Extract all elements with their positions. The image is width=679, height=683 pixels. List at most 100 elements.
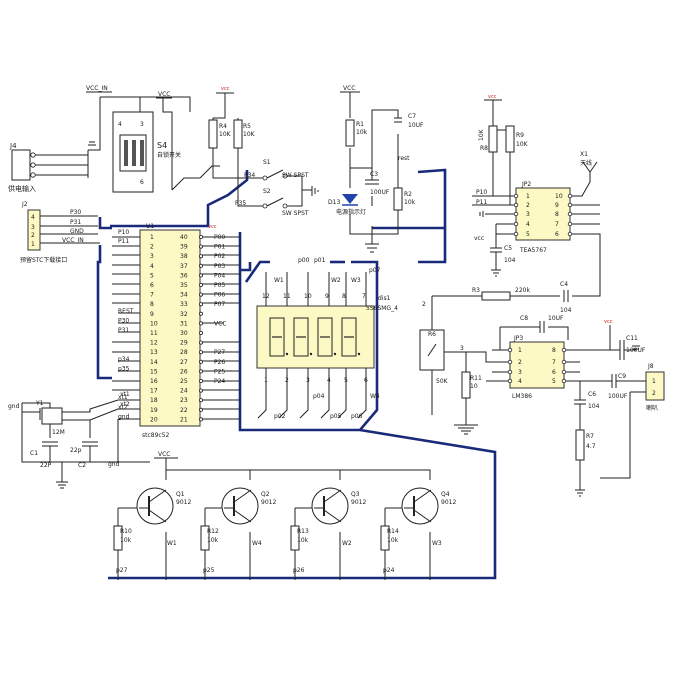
rq-port: p25 xyxy=(203,567,215,574)
jp3-pin-4: 4 xyxy=(518,378,522,385)
w-label: W3 xyxy=(432,540,442,547)
reset-circuit: VCC R1 10k C7 10UF C3 100UF rest R2 10k … xyxy=(328,85,424,216)
disp-bot-pin-3: 3 xyxy=(306,377,310,384)
jp2-label: JP2 xyxy=(521,181,531,188)
gnd-label-bottom: gnd xyxy=(108,461,120,468)
rq-label: R13 xyxy=(297,528,309,535)
mcu-stc89c52: U1 stc89c52 vcc 123456789REST10P3011P311… xyxy=(118,223,226,439)
c6-value: 104 xyxy=(588,403,600,410)
jp2-pin-8: 8 xyxy=(555,211,559,218)
lm386-label: LM386 xyxy=(512,393,532,400)
mcu-right-label-34: P06 xyxy=(214,292,225,299)
mcu-pin-16: 16 xyxy=(150,378,158,385)
w4-label: W4 xyxy=(370,393,380,400)
d13-label: D13 xyxy=(328,199,340,206)
r8-label: R8 xyxy=(480,145,488,152)
digit-outline xyxy=(341,317,357,357)
mcu-pins: 123456789REST10P3011P31121314p3415p35161… xyxy=(118,234,226,423)
j8-pin-1: 1 xyxy=(652,378,656,385)
mcu-pin-26: 26 xyxy=(180,368,188,375)
j8-speaker: 1 2 J8 喇叭 xyxy=(645,363,665,412)
display-part: 5S6SMG_4 xyxy=(366,305,398,312)
mcu-pin-36: 36 xyxy=(180,272,188,279)
jp2-pin-7: 7 xyxy=(555,221,559,228)
mcu-pin-20: 20 xyxy=(150,416,158,423)
gnd-label-left: gnd xyxy=(8,403,20,410)
jp2-pin-6: 6 xyxy=(555,231,559,238)
w1-label: W1 xyxy=(274,277,284,284)
stc-port-label: 预留STC下载接口 xyxy=(20,256,67,264)
u1-label: U1 xyxy=(146,223,154,230)
mcu-pin-17: 17 xyxy=(150,388,158,395)
mcu-pin-dot xyxy=(198,302,203,307)
q-label: Q1 xyxy=(176,491,185,498)
mcu-right-label-26: P25 xyxy=(214,368,225,375)
mcu-pin-18: 18 xyxy=(150,397,158,404)
disp-top-pin-9: 9 xyxy=(325,293,329,300)
rq-label: R12 xyxy=(207,528,219,535)
q-label: Q4 xyxy=(441,491,450,498)
digit-outline xyxy=(293,317,309,357)
jp2-pin-5: 5 xyxy=(526,231,530,238)
r-base xyxy=(200,525,210,551)
jp3-pin-3: 3 xyxy=(518,369,522,376)
disp-bot-pin-2: 2 xyxy=(285,377,289,384)
disp-p06: p06 xyxy=(351,413,363,420)
s4-pin-6: 6 xyxy=(140,179,144,186)
jp2-pin-4: 4 xyxy=(526,221,530,228)
transistor-q1 xyxy=(136,487,174,525)
vcc-r89-red: vcc xyxy=(488,94,497,100)
r-base xyxy=(380,525,390,551)
r6-value: 50K xyxy=(436,378,449,385)
r4-label: R4 xyxy=(219,123,227,130)
mcu-pin-dot xyxy=(198,369,203,374)
r7-label: R7 xyxy=(586,433,594,440)
c11-label: C11 xyxy=(626,335,638,342)
y1-label: Y1 xyxy=(35,400,44,407)
mcu-pin-dot xyxy=(198,388,203,393)
digit-outline xyxy=(269,317,285,357)
mcu-right-label-31: VCC xyxy=(214,320,226,327)
rq-value: 10k xyxy=(120,537,132,544)
j8-pin-2: 2 xyxy=(652,390,656,397)
j2-pin-1: 1 xyxy=(31,241,35,248)
mcu-right-label-28: P27 xyxy=(214,349,225,356)
j2-p31: P31 xyxy=(70,219,81,226)
mcu-pin-5: 5 xyxy=(150,272,154,279)
mcu-right-label-33: P07 xyxy=(214,301,225,308)
jp2-pin-1: 1 xyxy=(526,193,530,200)
mcu-pin-19: 19 xyxy=(150,407,158,414)
tea-label: TEA5767 xyxy=(519,247,547,254)
rq-port: p26 xyxy=(293,567,305,574)
mcu-right-label-36: P04 xyxy=(214,272,225,279)
jp3-pin-5: 5 xyxy=(552,378,556,385)
j2-label: J2 xyxy=(21,201,28,208)
transistor-q2 xyxy=(221,487,259,525)
mcu-pin-11: 11 xyxy=(150,330,158,337)
disp-p05: p05 xyxy=(330,413,342,420)
x1-label: X1 xyxy=(580,151,588,158)
r1-label: R1 xyxy=(356,121,364,128)
r4-value: 10K xyxy=(219,131,232,138)
r2-label: R2 xyxy=(404,191,412,198)
mcu-vcc-red: vcc xyxy=(208,224,217,230)
display-label: dis1 xyxy=(378,295,391,302)
transistor-drivers: VCC Q19012R1010kp27W1Q29012R1210kp25W4Q3… xyxy=(113,451,456,574)
mcu-pin-24: 24 xyxy=(180,388,188,395)
jp3-pin-1: 1 xyxy=(518,347,522,354)
mcu-pin-dot xyxy=(198,330,203,335)
mcu-pin-2: 2 xyxy=(150,244,154,251)
r5-label: R5 xyxy=(243,123,251,130)
j8-label: J8 xyxy=(647,363,654,370)
mcu-p11-label: P11 xyxy=(118,238,129,245)
c7-value: 10UF xyxy=(408,122,424,129)
rest-label: rest xyxy=(398,155,410,162)
j2-pin-3: 3 xyxy=(31,224,35,231)
mcu-pin-dot xyxy=(198,350,203,355)
c4-value: 104 xyxy=(560,307,572,314)
rq-port: p24 xyxy=(383,567,395,574)
mcu-right-label-35: P05 xyxy=(214,282,225,289)
crystal-circuit: Y1 12M C1 22P 22p C2 gnd gnd xt1 xt2 xyxy=(8,391,130,469)
